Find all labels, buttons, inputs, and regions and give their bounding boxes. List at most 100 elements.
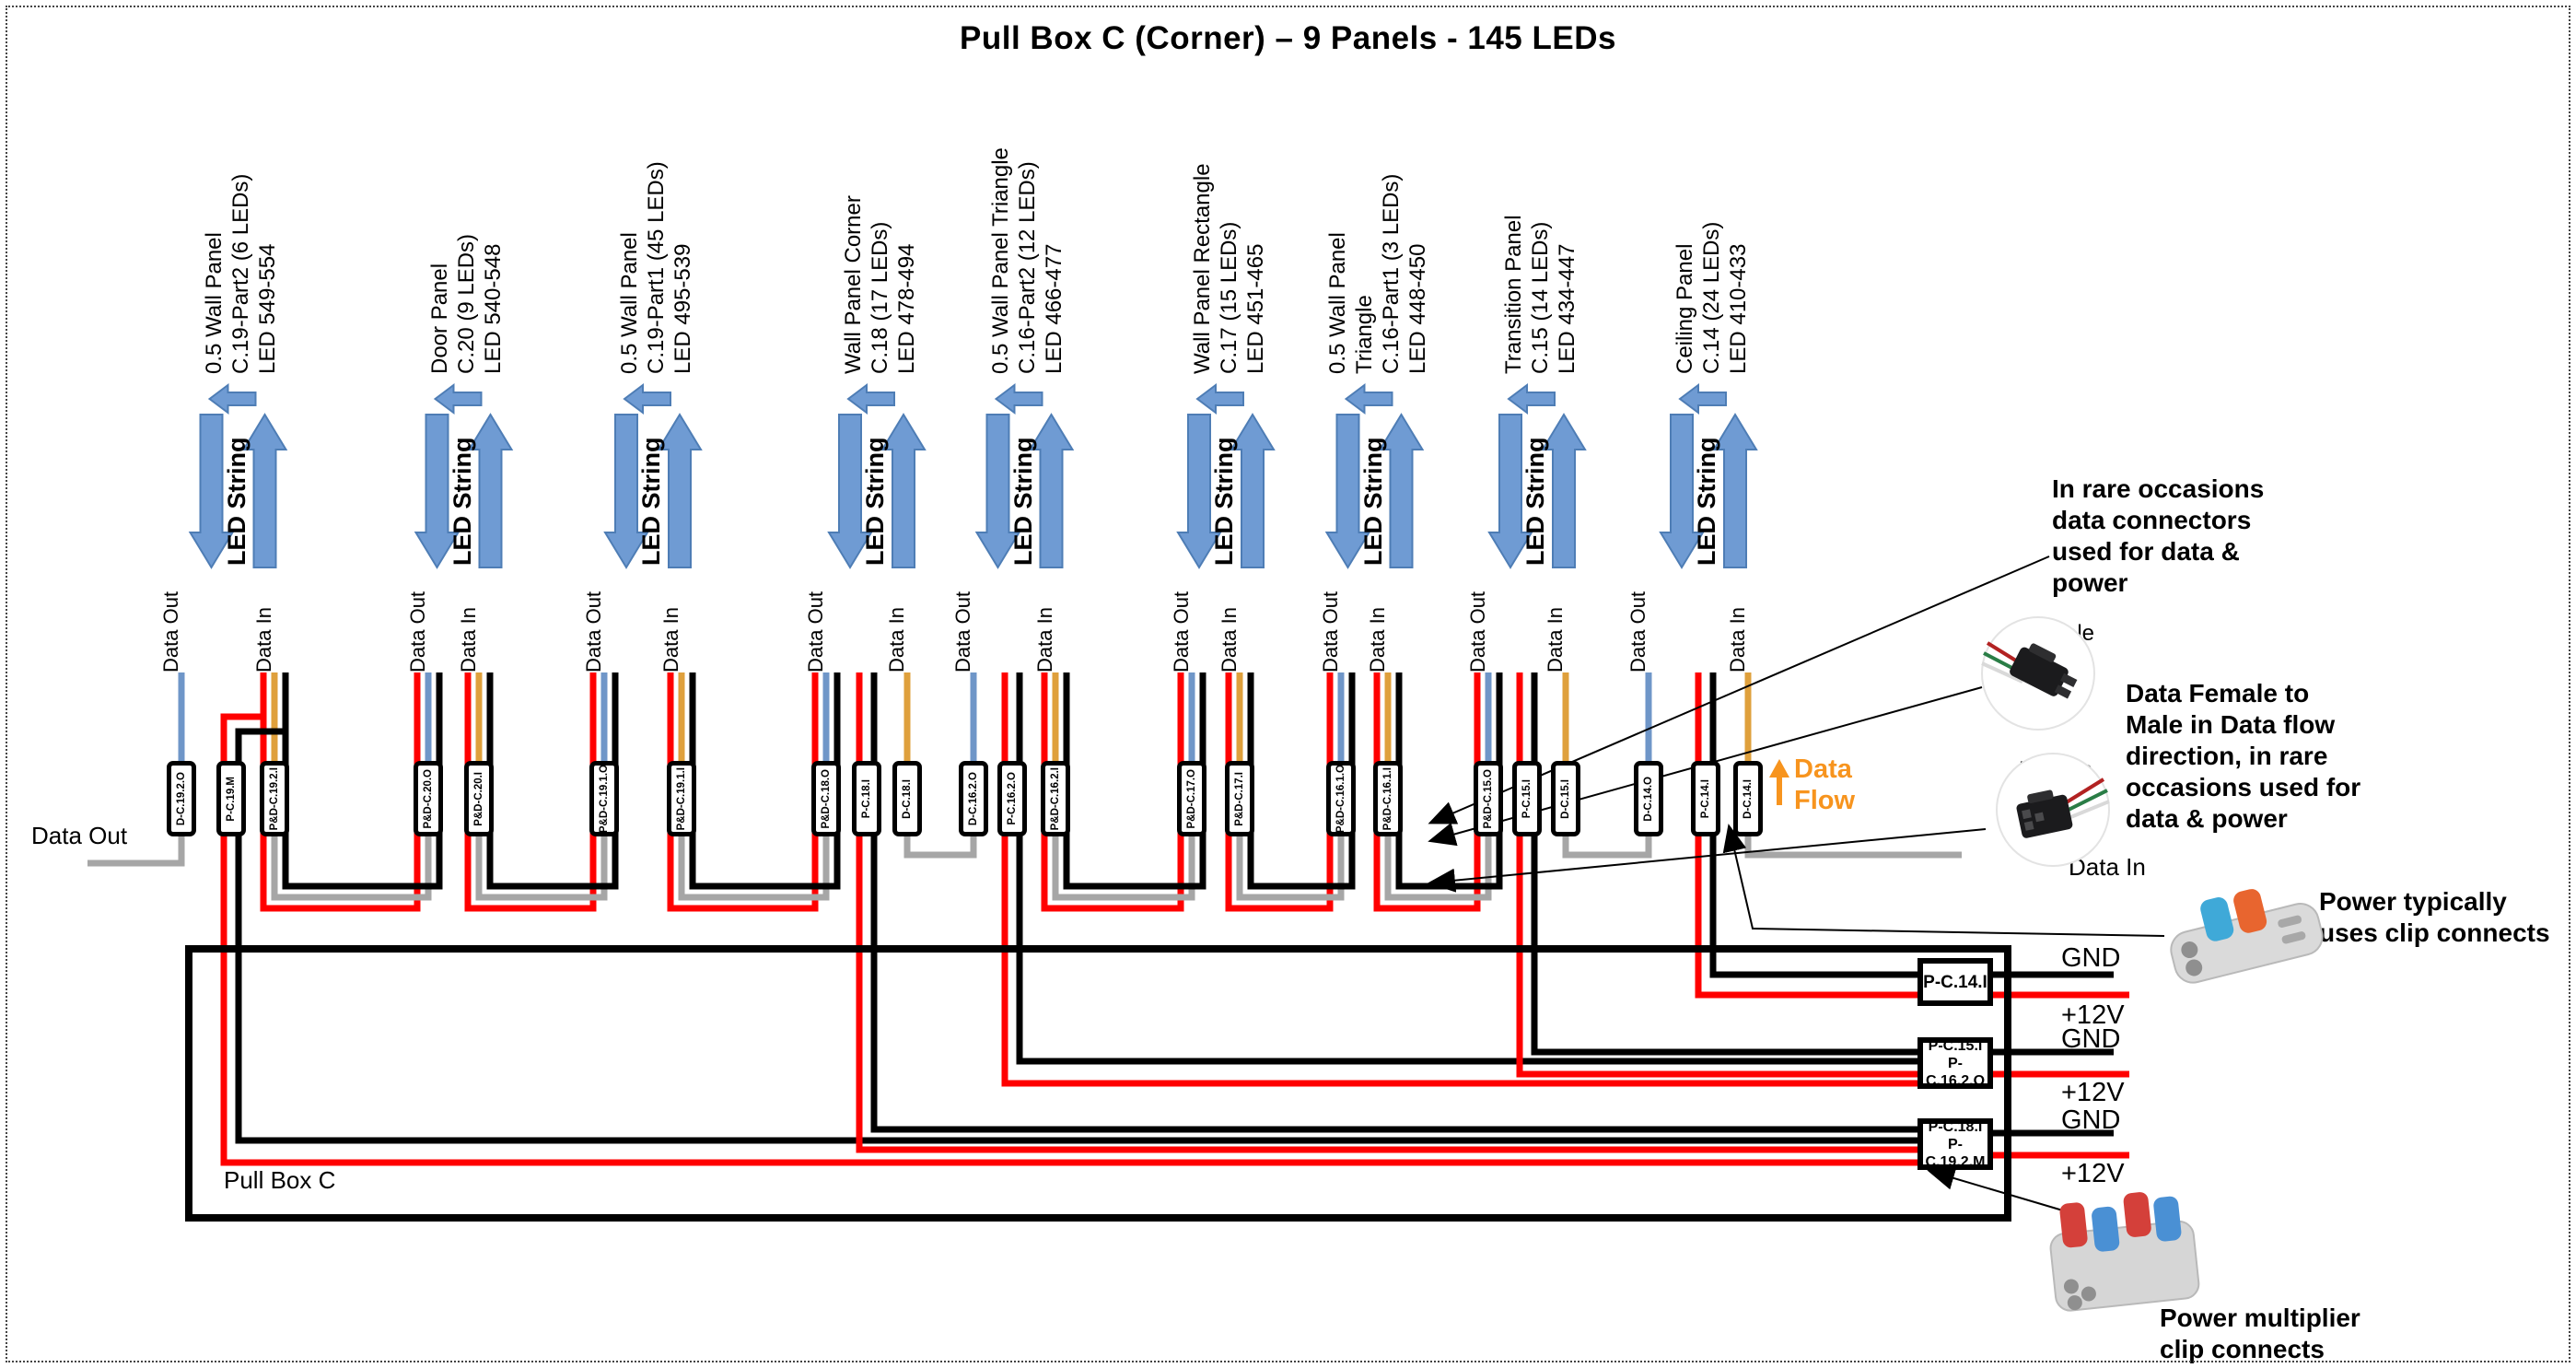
power-box-1: P-C.15.I P-C.16.2.O — [1917, 1037, 1993, 1089]
connector-D-C.14.O: D-C.14.O — [1634, 761, 1663, 836]
led-string-down-arrow — [603, 414, 649, 569]
connector-label: P&D-C.17.I — [1234, 771, 1245, 826]
led-string-return-arrow — [623, 383, 671, 415]
connector-P-C.16.2.O: P-C.16.2.O — [997, 761, 1027, 836]
power-rail-label-GND: GND — [2061, 943, 2121, 973]
wire-black — [1531, 831, 1917, 1056]
wire-red — [464, 831, 597, 912]
connector-label: D-C.15.I — [1560, 778, 1571, 819]
data-out-column-label: Data Out — [951, 590, 974, 672]
connector-label: D-C.14.O — [1643, 776, 1654, 822]
data-in-column-label: Data In — [252, 607, 275, 672]
data-out-column-label: Data Out — [1319, 590, 1342, 672]
led-string-label: LED String — [1009, 437, 1037, 567]
connector-P-C.15.I: P-C.15.I — [1512, 761, 1542, 836]
wire-red — [1041, 831, 1184, 912]
data-out-column-label: Data Out — [1466, 590, 1489, 672]
led-string-down-arrow — [974, 414, 1021, 569]
power-box-2: P-C.18.I P-C.19.2.M — [1917, 1118, 1993, 1170]
led-string-label: LED String — [1521, 437, 1549, 567]
wire-gray — [1562, 831, 1652, 859]
led-string-label: LED String — [637, 437, 665, 567]
wire-gray — [1052, 831, 1195, 901]
connector-P&D-C.19.2.I: P&D-C.19.2.I — [260, 761, 289, 836]
wire-black — [282, 831, 443, 890]
data-out-exit-label: Data Out — [31, 822, 128, 849]
led-string-label: LED String — [449, 437, 476, 567]
connector-label: D-C.18.I — [902, 778, 913, 819]
wire-red — [1001, 831, 1917, 1087]
data-flow-arrowhead — [1769, 759, 1789, 778]
connector-D-C.18.I: D-C.18.I — [892, 761, 922, 836]
led-string-return-arrow — [1344, 383, 1393, 415]
connector-label: P&D-C.15.O — [1483, 768, 1494, 829]
panel-label: Wall Panel Corner C.18 (17 LEDs) LED 478… — [841, 195, 919, 374]
data-out-column-label: Data Out — [582, 590, 605, 672]
wire-gray — [1744, 831, 1962, 859]
connector-D-C.16.2.O: D-C.16.2.O — [959, 761, 988, 836]
wire-black — [1016, 831, 1917, 1065]
led-string-label: LED String — [223, 437, 251, 567]
data-flow-label: Data Flow — [1794, 754, 1856, 815]
connector-D-C.19.2.O: D-C.19.2.O — [167, 761, 196, 836]
connector-label: P-C.15.I — [1521, 778, 1533, 819]
wire-red — [667, 831, 819, 912]
wire-red — [1516, 831, 1917, 1078]
note-rare-occasions: In rare occasions data connectors used f… — [2052, 474, 2265, 597]
led-string-return-arrow — [433, 383, 483, 415]
data-in-column-label: Data In — [1726, 607, 1749, 672]
connector-label: P&D-C.19.2.I — [269, 766, 280, 831]
wire-black — [689, 831, 841, 890]
led-string-down-arrow — [827, 414, 873, 569]
panel-label: Wall Panel Rectangle C.17 (15 LEDs) LED … — [1190, 163, 1268, 374]
wire-black — [1063, 831, 1206, 890]
wire-black — [1709, 831, 1917, 978]
data-in-column-label: Data In — [1544, 607, 1567, 672]
power-rail-label-GND: GND — [2061, 1105, 2121, 1135]
led-string-down-arrow — [1176, 414, 1222, 569]
note-female-male: Data Female to Male in Data flow directi… — [2126, 679, 2361, 833]
data-in-column-label: Data In — [457, 607, 480, 672]
connector-label: P&D-C.20.O — [423, 768, 434, 829]
annotation-pointer-line — [1927, 1166, 2082, 1217]
connector-label: P&D-C.19.1.I — [676, 766, 687, 831]
wire-red — [220, 713, 266, 766]
data-in-column-label: Data In — [1218, 607, 1241, 672]
power-rail-label-+12V: +12V — [2061, 1078, 2125, 1107]
data-out-column-label: Data Out — [804, 590, 827, 672]
connector-P&D-C.15.O: P&D-C.15.O — [1474, 761, 1503, 836]
led-string-up-arrow — [1028, 413, 1075, 568]
connector-P-C.18.I: P-C.18.I — [852, 761, 881, 836]
data-in-column-label: Data In — [1366, 607, 1389, 672]
connector-label: D-C.14.I — [1743, 778, 1754, 819]
wire-gray — [903, 831, 977, 859]
led-string-up-arrow — [1230, 413, 1276, 568]
led-string-up-arrow — [1378, 413, 1425, 568]
connector-label: P&D-C.18.O — [821, 768, 832, 829]
wire-black — [235, 831, 1917, 1144]
connector-label: P-C.19.M — [226, 776, 237, 822]
data-out-column-label: Data Out — [1626, 590, 1649, 672]
connector-label: P-C.18.I — [861, 778, 872, 819]
led-string-return-arrow — [846, 383, 895, 415]
power-rail-label-GND: GND — [2061, 1024, 2121, 1054]
connector-P&D-C.16.1.O: P&D-C.16.1.O — [1326, 761, 1356, 836]
led-string-down-arrow — [1324, 414, 1371, 569]
connector-label: P&D-C.17.O — [1186, 768, 1197, 829]
wire-gray — [678, 831, 830, 901]
data-out-column-label: Data Out — [406, 590, 429, 672]
panel-label: 0.5 Wall Panel C.19-Part2 (6 LEDs) LED 5… — [202, 173, 280, 374]
connector-P-C.14.I: P-C.14.I — [1691, 761, 1720, 836]
led-string-label: LED String — [1210, 437, 1238, 567]
female-connector-image — [1995, 752, 2111, 872]
annotation-pointer-line — [1428, 828, 1987, 893]
led-string-down-arrow — [1659, 414, 1705, 569]
power-box-0: P-C.14.I — [1917, 958, 1993, 1006]
led-string-up-arrow — [880, 413, 927, 568]
led-string-up-arrow — [1712, 413, 1758, 568]
data-in-column-label: Data In — [1033, 607, 1056, 672]
led-string-down-arrow — [188, 414, 235, 569]
wire-red — [220, 831, 1917, 1166]
